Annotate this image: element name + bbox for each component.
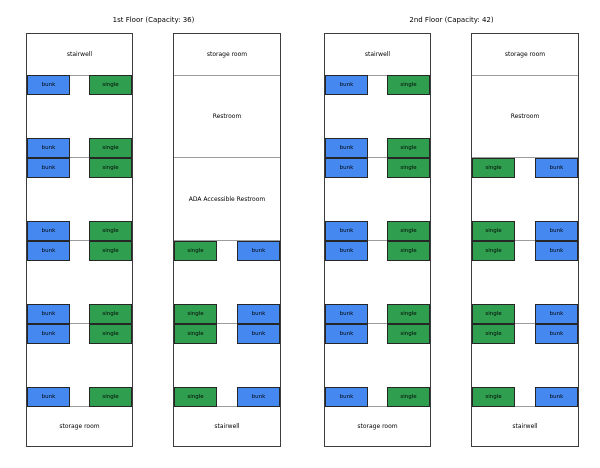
floor-1-title: 1st Floor (Capacity: 36) bbox=[112, 16, 195, 24]
bed-bunk: bunk bbox=[237, 240, 280, 261]
bed-single: single bbox=[89, 240, 132, 261]
room-divider-line bbox=[472, 240, 578, 242]
bed-single: single bbox=[89, 303, 132, 324]
bed-bunk: bunk bbox=[325, 240, 368, 261]
bed-bunk: bunk bbox=[535, 303, 578, 324]
room-divider-line bbox=[174, 157, 280, 159]
bed-single: single bbox=[472, 386, 515, 407]
bed-single: single bbox=[472, 220, 515, 241]
room-divider-line bbox=[325, 157, 430, 159]
bed-bunk: bunk bbox=[237, 323, 280, 344]
room-divider-line bbox=[472, 74, 578, 76]
room-divider-line bbox=[325, 323, 430, 325]
bed-bunk: bunk bbox=[27, 323, 70, 344]
room-divider-line bbox=[174, 74, 280, 76]
bed-bunk: bunk bbox=[325, 220, 368, 241]
room-storage-room: storage room bbox=[504, 51, 546, 58]
bed-single: single bbox=[387, 157, 430, 178]
room-divider-line bbox=[472, 406, 578, 407]
bed-single: single bbox=[472, 303, 515, 324]
bed-single: single bbox=[89, 157, 132, 178]
room-divider-line bbox=[472, 323, 578, 325]
room-divider-line bbox=[174, 323, 280, 325]
floor-2-left-wing: stairwell storage room bunk single bunk singl… bbox=[324, 33, 431, 447]
room-stairwell: stairwell bbox=[364, 51, 391, 58]
bed-bunk: bunk bbox=[535, 323, 578, 344]
bed-bunk: bunk bbox=[535, 240, 578, 261]
bed-single: single bbox=[472, 323, 515, 344]
bed-bunk: bunk bbox=[27, 137, 70, 158]
bed-bunk: bunk bbox=[535, 157, 578, 178]
room-divider-line bbox=[472, 157, 578, 159]
bed-single: single bbox=[387, 240, 430, 261]
room-storage-room: storage room bbox=[357, 422, 398, 430]
bed-bunk: bunk bbox=[237, 303, 280, 324]
bed-single: single bbox=[472, 240, 515, 261]
bed-bunk: bunk bbox=[237, 386, 280, 407]
bed-bunk: bunk bbox=[27, 303, 70, 324]
bed-single: single bbox=[89, 220, 132, 241]
bed-bunk: bunk bbox=[325, 157, 368, 178]
bed-single: single bbox=[387, 386, 430, 407]
room-divider-line bbox=[325, 406, 430, 407]
bed-bunk: bunk bbox=[325, 303, 368, 324]
bed-single: single bbox=[387, 303, 430, 324]
room-divider-line bbox=[27, 406, 132, 407]
bed-single: single bbox=[387, 137, 430, 158]
room-stairwell: stairwell bbox=[512, 422, 538, 430]
bed-single: single bbox=[174, 323, 217, 344]
room-divider-line bbox=[27, 323, 132, 325]
bed-bunk: bunk bbox=[325, 137, 368, 158]
room-ada-accessible-restroom: ADA Accessible Restroom bbox=[188, 195, 266, 203]
bed-single: single bbox=[89, 137, 132, 158]
bed-bunk: bunk bbox=[325, 323, 368, 344]
room-divider-line bbox=[174, 406, 280, 407]
bed-bunk: bunk bbox=[27, 220, 70, 241]
bed-single: single bbox=[89, 323, 132, 344]
bed-bunk: bunk bbox=[535, 386, 578, 407]
bed-bunk: bunk bbox=[27, 240, 70, 261]
room-storage-room: storage room bbox=[206, 51, 248, 58]
bed-single: single bbox=[89, 75, 132, 95]
room-divider-line bbox=[27, 240, 132, 242]
bed-single: single bbox=[89, 386, 132, 407]
floor-2-title: 2nd Floor (Capacity: 42) bbox=[409, 16, 494, 24]
bed-bunk: bunk bbox=[27, 75, 70, 95]
room-storage-room: storage room bbox=[59, 422, 100, 430]
bed-bunk: bunk bbox=[535, 220, 578, 241]
bed-bunk: bunk bbox=[27, 157, 70, 178]
room-divider-line bbox=[325, 240, 430, 242]
bed-single: single bbox=[174, 303, 217, 324]
room-restroom: Restroom bbox=[212, 112, 242, 120]
bed-single: single bbox=[387, 220, 430, 241]
room-divider-line bbox=[325, 74, 430, 76]
room-divider-line bbox=[27, 157, 132, 159]
bed-bunk: bunk bbox=[325, 75, 368, 95]
bed-bunk: bunk bbox=[325, 386, 368, 407]
room-restroom: Restroom bbox=[510, 112, 540, 120]
bed-single: single bbox=[472, 157, 515, 178]
bed-single: single bbox=[387, 75, 430, 95]
room-stairwell: stairwell bbox=[66, 51, 93, 58]
bed-single: single bbox=[174, 386, 217, 407]
bed-single: single bbox=[387, 323, 430, 344]
floor-1-left-wing: stairwell storage room bunk single bunk singl… bbox=[26, 33, 133, 447]
room-divider-line bbox=[27, 74, 132, 76]
bed-bunk: bunk bbox=[27, 386, 70, 407]
room-stairwell: stairwell bbox=[214, 422, 240, 430]
bed-single: single bbox=[174, 240, 217, 261]
room-divider-line bbox=[174, 240, 280, 242]
